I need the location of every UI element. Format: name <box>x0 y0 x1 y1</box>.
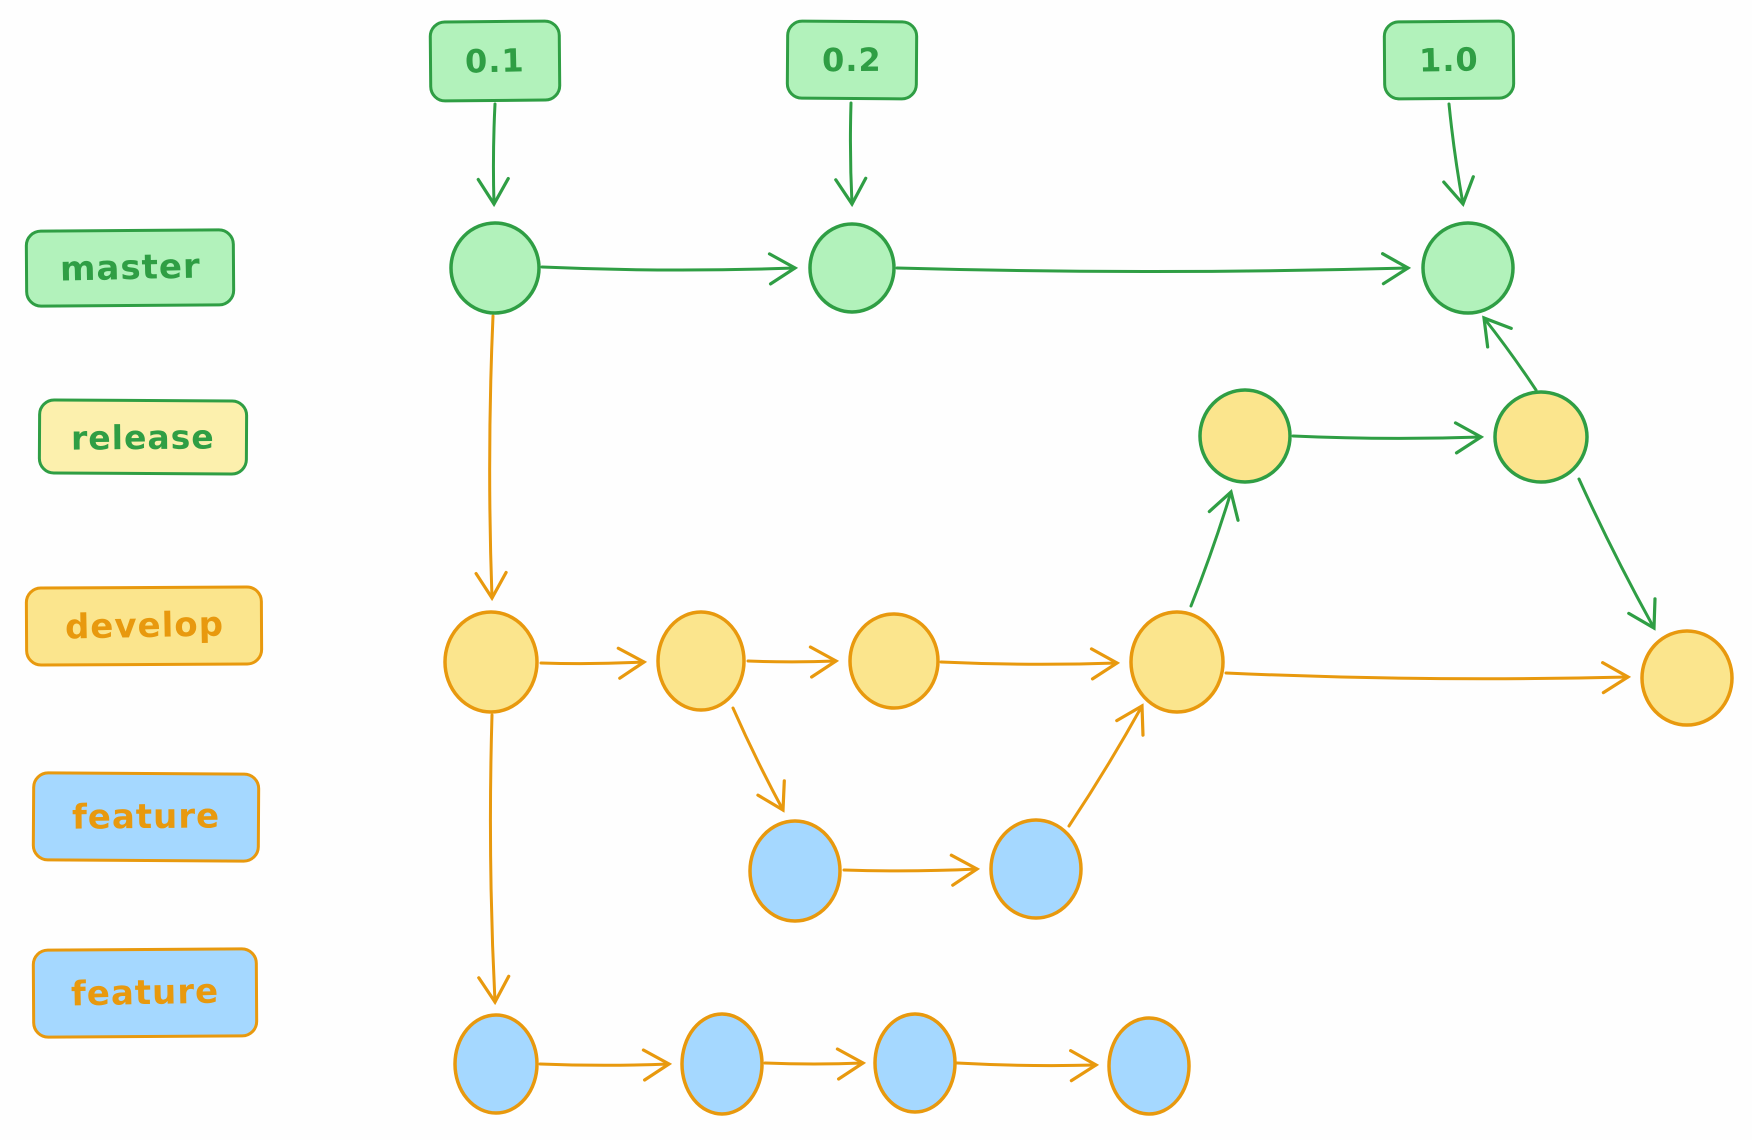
commit-node-feature1-2 <box>989 818 1083 920</box>
branch-label-feature-1: feature <box>31 771 261 863</box>
version-tag-0.2: 0.2 <box>785 19 919 101</box>
commit-node-develop-5 <box>1640 629 1734 727</box>
edge-feature1-2-to-develop-4 <box>1067 703 1145 828</box>
commit-node-release-2 <box>1493 390 1589 484</box>
branch-label-feature-2: feature <box>31 947 259 1039</box>
edge-release-2-to-develop-5 <box>1577 477 1657 631</box>
branch-label-master-text: master <box>59 246 201 290</box>
version-tag-1.0-text: 1.0 <box>1418 40 1480 80</box>
branch-label-release: release <box>37 398 249 476</box>
edge-feature2-1-to-feature2-2 <box>538 1048 673 1082</box>
edge-master-1-to-develop-1 <box>474 314 508 602</box>
commit-node-feature2-3 <box>873 1012 957 1114</box>
branch-label-feature-2-text: feature <box>70 971 220 1015</box>
commit-node-master-1 <box>449 221 541 315</box>
branch-label-feature-1-text: feature <box>71 796 221 838</box>
branch-label-develop-text: develop <box>64 604 224 648</box>
edge-tag-1.0-to-master-3 <box>1442 102 1475 208</box>
edge-master-2-to-master-3 <box>895 252 1412 286</box>
edge-feature2-2-to-feature2-3 <box>763 1047 867 1081</box>
commit-node-develop-4 <box>1129 610 1225 714</box>
commit-node-develop-1 <box>443 610 539 714</box>
edge-develop-4-to-release-1 <box>1189 489 1240 608</box>
version-tag-0.1: 0.1 <box>428 19 562 103</box>
branch-label-master: master <box>24 228 236 308</box>
version-tag-1.0: 1.0 <box>1382 19 1516 101</box>
edge-release-2-to-master-3 <box>1482 315 1538 392</box>
commit-node-develop-2 <box>656 610 746 712</box>
edge-tag-0.1-to-master-1 <box>476 102 510 208</box>
edge-develop-3-to-develop-4 <box>939 647 1121 681</box>
version-tag-0.2-text: 0.2 <box>822 40 882 80</box>
branch-label-develop: develop <box>24 585 264 667</box>
edge-tag-0.2-to-master-2 <box>834 101 868 208</box>
commit-node-release-1 <box>1198 388 1292 484</box>
edge-develop-1-to-feature2-1 <box>477 713 511 1006</box>
edge-develop-2-to-feature1-1 <box>731 706 786 813</box>
commit-node-feature2-1 <box>453 1013 539 1115</box>
commit-node-develop-3 <box>848 612 940 710</box>
commit-node-feature2-2 <box>680 1012 764 1116</box>
commit-node-feature2-4 <box>1107 1016 1191 1116</box>
version-tag-0.1-text: 0.1 <box>464 41 526 81</box>
edge-feature2-3-to-feature2-4 <box>955 1049 1100 1083</box>
branch-label-release-text: release <box>71 416 215 458</box>
edge-develop-1-to-develop-2 <box>539 646 648 680</box>
edge-develop-2-to-develop-3 <box>746 645 840 679</box>
edge-release-1-to-release-2 <box>1291 421 1485 455</box>
commit-node-master-3 <box>1421 221 1515 315</box>
edge-master-1-to-master-2 <box>540 252 799 286</box>
edge-develop-4-to-develop-5 <box>1224 661 1632 695</box>
commit-node-master-2 <box>808 222 896 314</box>
commit-node-feature1-1 <box>748 819 842 923</box>
edge-feature1-1-to-feature1-2 <box>842 853 981 887</box>
